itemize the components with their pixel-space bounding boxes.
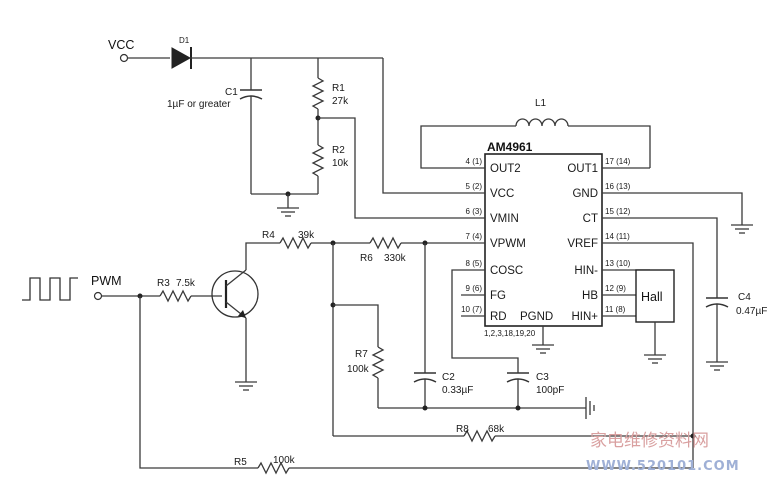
pin-num-rd: 10 (7)	[461, 305, 482, 314]
resistor-r1	[311, 58, 325, 145]
resistor-r8	[333, 429, 693, 443]
pin-name-vmin: VMIN	[490, 213, 519, 225]
pin-name-fg: FG	[490, 290, 506, 302]
resistor-r6	[369, 236, 461, 250]
c4-name: C4	[738, 292, 751, 303]
c2-name: C2	[442, 372, 455, 383]
ic-body	[484, 153, 603, 327]
pgnd-ground-symbol	[532, 326, 554, 354]
ic-left-pin-stubs	[461, 167, 485, 317]
pin-name-gnd: GND	[572, 188, 598, 200]
resistor-r3	[159, 289, 222, 303]
watermark-url: WWW.520101.COM	[586, 459, 740, 474]
c3-name: C3	[536, 372, 549, 383]
resistor-r7	[333, 304, 385, 408]
r8-name: R8	[456, 424, 469, 435]
pin-num-vpwm: 7 (4)	[466, 232, 483, 241]
npn-transistor	[211, 242, 280, 382]
resistor-r5	[139, 296, 693, 475]
pin-num-cosc: 8 (5)	[466, 259, 483, 268]
r6-name: R6	[360, 253, 373, 264]
pin-name-hin-plus: HIN+	[571, 311, 598, 323]
l1-label: L1	[535, 98, 547, 109]
r7-name: R7	[355, 349, 368, 360]
resistor-r4	[279, 236, 370, 250]
pin-name-vref: VREF	[567, 238, 598, 250]
c2-value: 0.33µF	[442, 385, 473, 396]
r4-name: R4	[262, 230, 275, 241]
pin-name-rd: RD	[490, 311, 507, 323]
watermark-chinese: 家电维修资料网	[590, 431, 709, 451]
capacitor-c2	[413, 243, 437, 408]
pin-num-hb: 12 (9)	[605, 284, 626, 293]
transistor-ground-symbol	[235, 381, 257, 391]
c1-name: C1	[225, 87, 238, 98]
pwm-terminal	[93, 291, 160, 301]
capacitor-c1	[239, 58, 318, 195]
pin-num-ct: 15 (12)	[605, 207, 631, 216]
vcc-terminal	[119, 53, 170, 63]
resistor-r2	[311, 144, 325, 194]
pin-name-out2: OUT2	[490, 163, 521, 175]
pin-name-hb: HB	[582, 290, 598, 302]
r7-value: 100k	[347, 364, 370, 375]
pin-name-cosc: COSC	[490, 265, 523, 277]
r1-value: 27k	[332, 96, 349, 107]
d1-label: D1	[179, 36, 190, 45]
pin-name-pgnd: PGND	[520, 311, 553, 323]
pin-num-vref: 14 (11)	[605, 232, 630, 241]
r3-name: R3	[157, 278, 170, 289]
vref-junction	[690, 433, 696, 439]
capacitor-c4	[650, 217, 729, 371]
pin-name-ct: CT	[583, 213, 598, 225]
pin-num-hin-minus: 13 (10)	[605, 259, 631, 268]
vcc-label: VCC	[108, 38, 134, 52]
capacitor-c3	[451, 269, 530, 408]
r6-value: 330k	[384, 253, 407, 264]
r2-value: 10k	[332, 158, 349, 169]
divider-ground-symbol	[277, 191, 299, 217]
r5-value: 100k	[273, 455, 296, 466]
r8-value: 68k	[488, 424, 505, 435]
vmin-wire	[315, 115, 461, 219]
pin-num-fg: 9 (6)	[466, 284, 483, 293]
c4-value: 0.47µF	[736, 306, 767, 317]
pgnd-pin-numbers: 1,2,3,18,19,20	[484, 329, 536, 338]
pin-num-vmin: 6 (3)	[466, 207, 483, 216]
c3-value: 100pF	[536, 385, 564, 396]
pin-num-vcc: 5 (2)	[466, 182, 483, 191]
hall-sensor	[635, 269, 675, 364]
gnd-pin-ground-symbol	[650, 192, 753, 234]
pin-num-hin-plus: 11 (8)	[605, 305, 626, 314]
diode-d1	[171, 47, 192, 69]
pin-name-hin-minus: HIN-	[574, 265, 598, 277]
ic-name: AM4961	[487, 140, 533, 154]
vcc-rail-wires	[190, 57, 461, 194]
pin-name-vpwm: VPWM	[490, 238, 526, 250]
pin-name-vcc: VCC	[490, 188, 514, 200]
cap-ground-rail	[378, 397, 595, 419]
pin-name-out1: OUT1	[567, 163, 598, 175]
r1-name: R1	[332, 83, 345, 94]
vref-wire	[650, 242, 694, 468]
r2-name: R2	[332, 145, 345, 156]
pin-num-gnd: 16 (13)	[605, 182, 631, 191]
pin-num-out2: 4 (1)	[466, 157, 483, 166]
r3-value: 7.5k	[176, 278, 196, 289]
r5-name: R5	[234, 457, 247, 468]
pwm-label: PWM	[91, 274, 122, 288]
pwm-waveform-icon	[22, 277, 78, 301]
pin-num-out1: 17 (14)	[605, 157, 631, 166]
c1-value: 1µF or greater	[167, 99, 231, 110]
r4-value: 39k	[298, 230, 315, 241]
hall-label: Hall	[641, 290, 663, 304]
inductor-l1	[420, 118, 651, 169]
